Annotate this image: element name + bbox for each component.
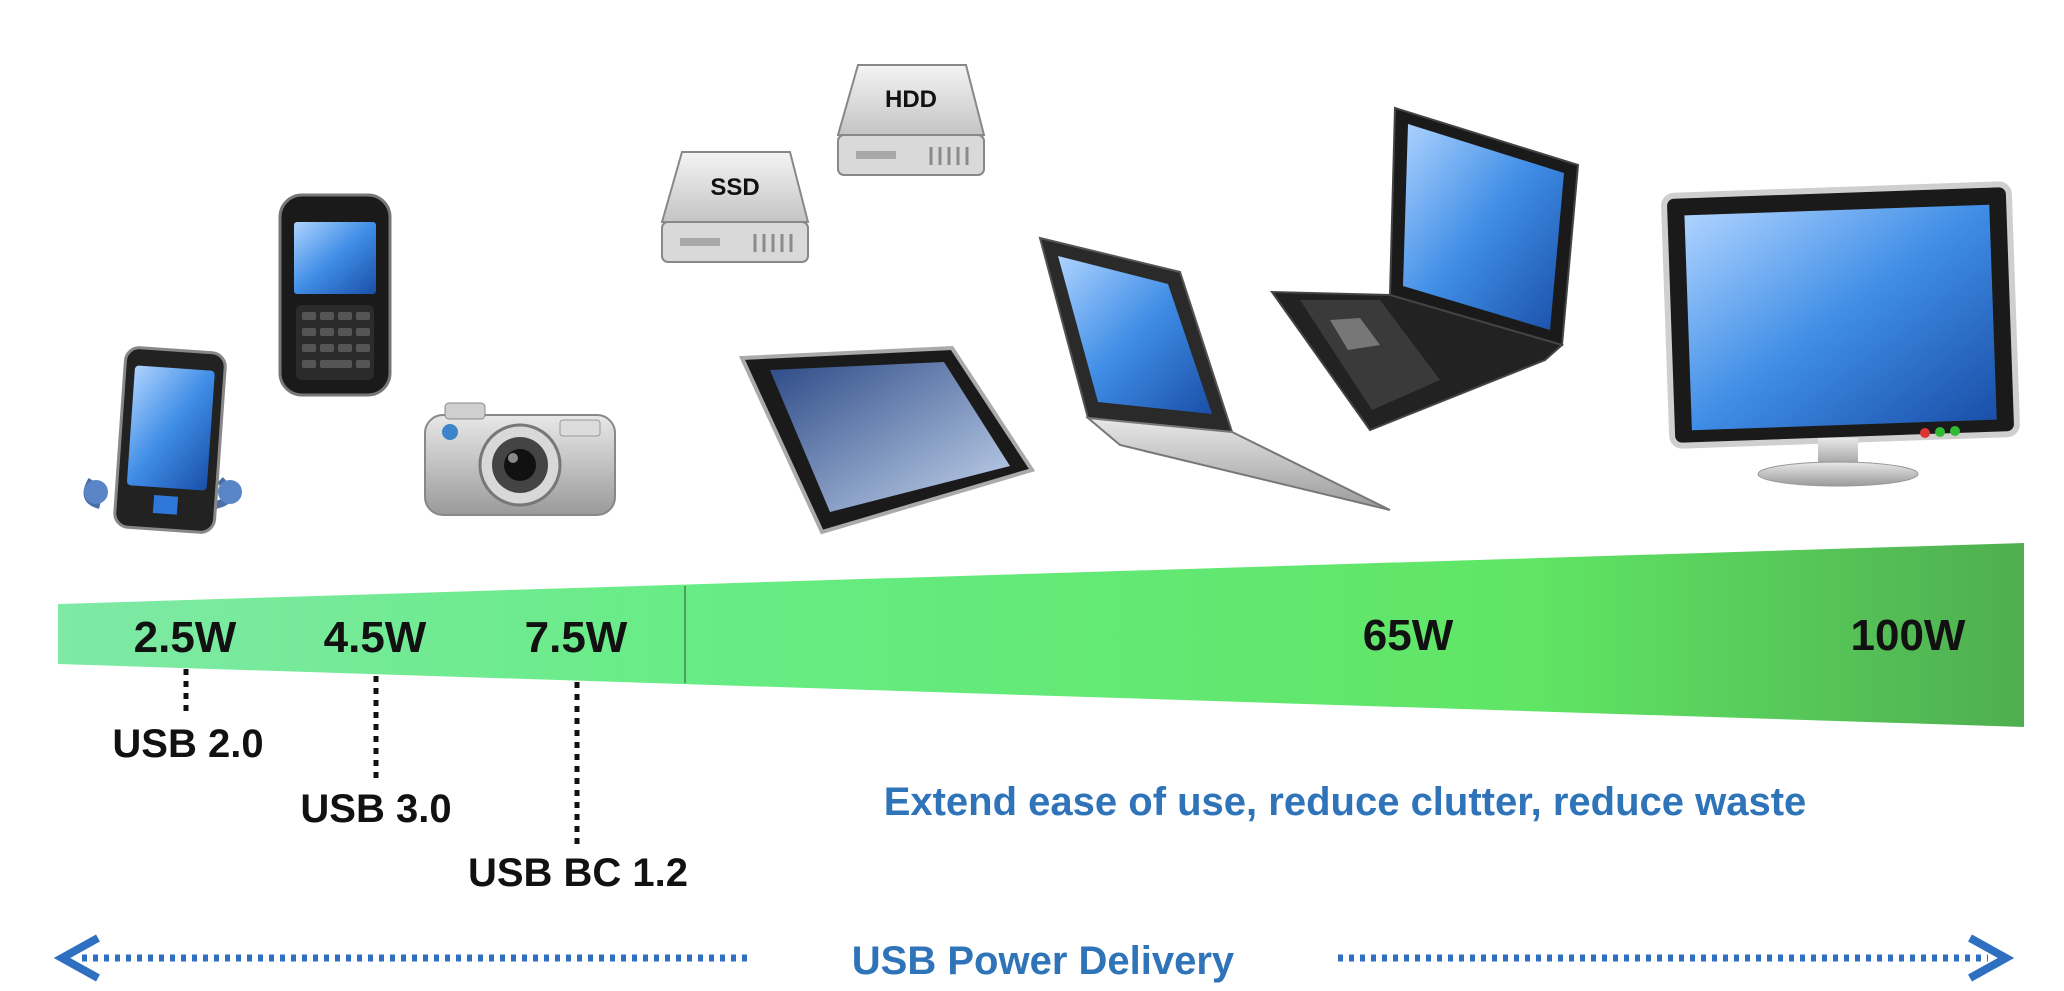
hdd-icon: HDD — [836, 64, 986, 176]
power-label-4-5w: 4.5W — [324, 613, 427, 662]
smartphone-icon — [278, 193, 392, 397]
ultrabook-icon — [1038, 236, 1391, 511]
tagline: Extend ease of use, reduce clutter, redu… — [884, 780, 1807, 824]
power-label-65w: 65W — [1363, 611, 1454, 660]
camera-icon — [424, 402, 616, 516]
power-label-7-5w: 7.5W — [525, 613, 628, 662]
hdd-label: HDD — [885, 86, 937, 113]
ssd-icon: SSD — [660, 151, 810, 263]
power-label-100w: 100W — [1851, 611, 1966, 660]
standard-label-usb-bc: USB BC 1.2 — [468, 851, 688, 895]
arrow-right-head — [1968, 934, 2015, 982]
standard-label-usb3: USB 3.0 — [300, 787, 451, 831]
power-delivery-arrow: USB Power Delivery — [53, 934, 2015, 983]
arrow-left-head — [53, 934, 100, 982]
power-delivery-label: USB Power Delivery — [852, 939, 1235, 983]
tablet-icon — [738, 345, 1036, 535]
laptop-icon — [1270, 106, 1580, 432]
power-wedge — [58, 543, 2024, 727]
ssd-label: SSD — [710, 174, 759, 201]
standard-leaders — [183, 669, 580, 845]
monitor-icon — [1661, 181, 2020, 487]
mp3-player-icon — [83, 346, 242, 534]
power-label-2-5w: 2.5W — [134, 613, 237, 662]
standard-label-usb2: USB 2.0 — [112, 722, 263, 766]
